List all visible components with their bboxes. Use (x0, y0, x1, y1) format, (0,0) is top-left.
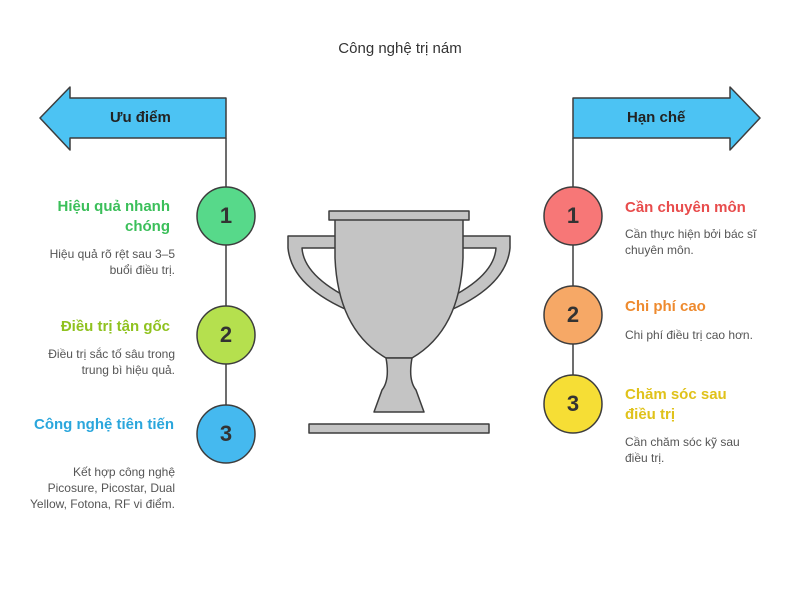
diagram-title: Công nghệ trị nám (338, 40, 462, 57)
advantage-title-2: Điều trị tận gốc (60, 318, 170, 335)
disadvantage-circle-1 (543, 186, 603, 246)
advantage-desc-2: Điều trị sắc tố sâu trong trung bì hiệu … (48, 347, 175, 377)
disadvantages-label: Hạn chế (627, 109, 686, 126)
disadvantage-number-2: 2 (566, 302, 580, 327)
advantage-title-1: Hiệu quả nhanh chóng (57, 198, 171, 235)
advantage-circle-1 (196, 186, 256, 246)
advantage-desc-3: Kết hợp công nghệ Picosure, Picostar, Du… (30, 465, 175, 511)
disadvantage-title-1: Cần chuyên môn (625, 199, 746, 216)
advantage-desc-1: Hiệu quả rõ rệt sau 3–5 buổi điều trị. (49, 247, 175, 277)
advantages-banner-arrow (39, 86, 227, 151)
advantage-number-1: 1 (219, 203, 233, 228)
advantage-title-3: Công nghệ tiên tiến (34, 416, 174, 433)
disadvantage-number-1: 1 (566, 203, 580, 228)
disadvantage-title-3: Chăm sóc sau điều trị (625, 386, 727, 423)
advantages-label: Ưu điểm (110, 109, 171, 126)
disadvantage-circle-3 (543, 374, 603, 434)
advantage-circle-3 (196, 404, 256, 464)
advantage-circle-2 (196, 305, 256, 365)
disadvantages-banner-arrow (572, 86, 761, 151)
disadvantage-circle-2 (543, 285, 603, 345)
disadvantage-number-3: 3 (566, 391, 580, 416)
advantage-number-3: 3 (219, 421, 233, 446)
disadvantage-desc-3: Cần chăm sóc kỹ sau điều trị. (625, 435, 740, 465)
disadvantage-title-2: Chi phí cao (625, 298, 706, 315)
advantage-number-2: 2 (219, 322, 233, 347)
disadvantage-desc-2: Chi phí điều trị cao hơn. (625, 328, 753, 342)
disadvantage-desc-1: Cần thực hiện bởi bác sĩ chuyên môn. (625, 227, 757, 257)
trophy-icon (287, 210, 511, 434)
